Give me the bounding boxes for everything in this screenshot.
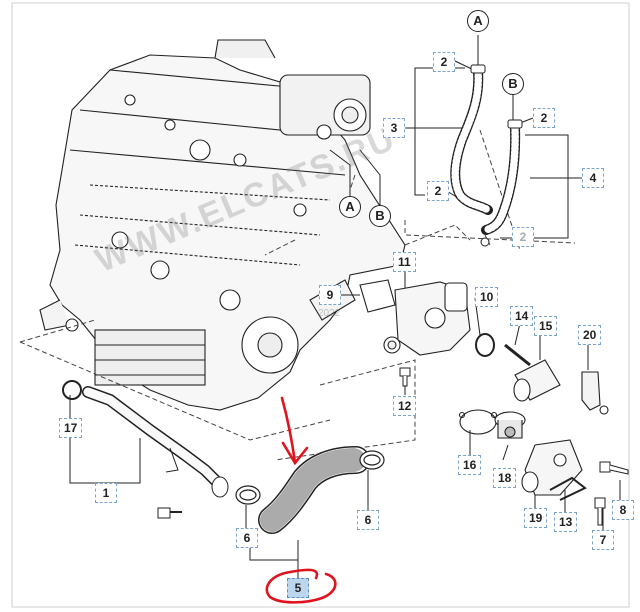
callout-2-right: 2: [533, 108, 555, 128]
housing-19: [521, 439, 583, 496]
red-arrow: [280, 396, 297, 465]
diagram-frame: [11, 2, 630, 608]
upper-hose-4: [481, 119, 523, 235]
gasket-9: [359, 279, 396, 313]
callout-13: 13: [554, 512, 578, 532]
callout-18: 18: [493, 468, 517, 488]
callout-1: 1: [95, 483, 117, 503]
callout-19: 19: [524, 508, 548, 528]
red-annotation: [265, 396, 337, 604]
callout-14: 14: [510, 306, 534, 326]
callout-9: 9: [319, 285, 341, 305]
callout-3: 3: [383, 118, 405, 138]
callout-11: 11: [393, 252, 416, 272]
callout-6-left: 6: [236, 528, 258, 548]
callout-2-mid: 2: [427, 181, 449, 201]
thermostat-18: [494, 411, 526, 439]
connector-a-top: A: [467, 10, 489, 32]
o-ring-10: [475, 333, 495, 357]
callout-2-top: 2: [433, 52, 455, 72]
callout-10: 10: [475, 287, 499, 307]
callout-16: 16: [458, 455, 482, 475]
callout-2-low: 2: [512, 227, 534, 247]
lower-pipe-1: [82, 386, 229, 519]
thermostat-housing: [383, 281, 471, 356]
bracket-20: [581, 371, 609, 415]
o-ring-17: [62, 380, 82, 400]
callout-6-right: 6: [357, 510, 379, 530]
stud-14: [504, 343, 531, 367]
bolt-12: [399, 367, 411, 387]
engine-block: [39, 39, 406, 411]
callout-15: 15: [534, 316, 558, 336]
clamp-13: [549, 476, 587, 501]
callout-20: 20: [578, 325, 602, 345]
connector-b-top: B: [502, 73, 524, 95]
gasket-16: [458, 409, 498, 435]
hose-clamp-left: [235, 485, 261, 505]
callout-8: 8: [612, 500, 634, 520]
upper-hose-3: [450, 64, 493, 215]
red-arrowhead: [281, 441, 309, 466]
lower-hose-5: [258, 446, 370, 534]
connector-b-engine: B: [369, 205, 391, 227]
callout-4: 4: [582, 168, 604, 188]
bolt-7: [594, 497, 606, 526]
red-circle: [265, 568, 337, 604]
outlet-15: [513, 359, 561, 402]
bolt-8: [599, 461, 629, 475]
callout-17: 17: [59, 418, 83, 438]
hose-clip-small: [480, 237, 490, 247]
connector-a-engine: A: [339, 196, 361, 218]
callout-7: 7: [592, 530, 614, 550]
callout-12: 12: [393, 396, 417, 416]
watermark-year: 2022: [318, 308, 341, 319]
callout-5-selected: 5: [287, 578, 309, 598]
hose-clamp-right: [359, 450, 385, 470]
